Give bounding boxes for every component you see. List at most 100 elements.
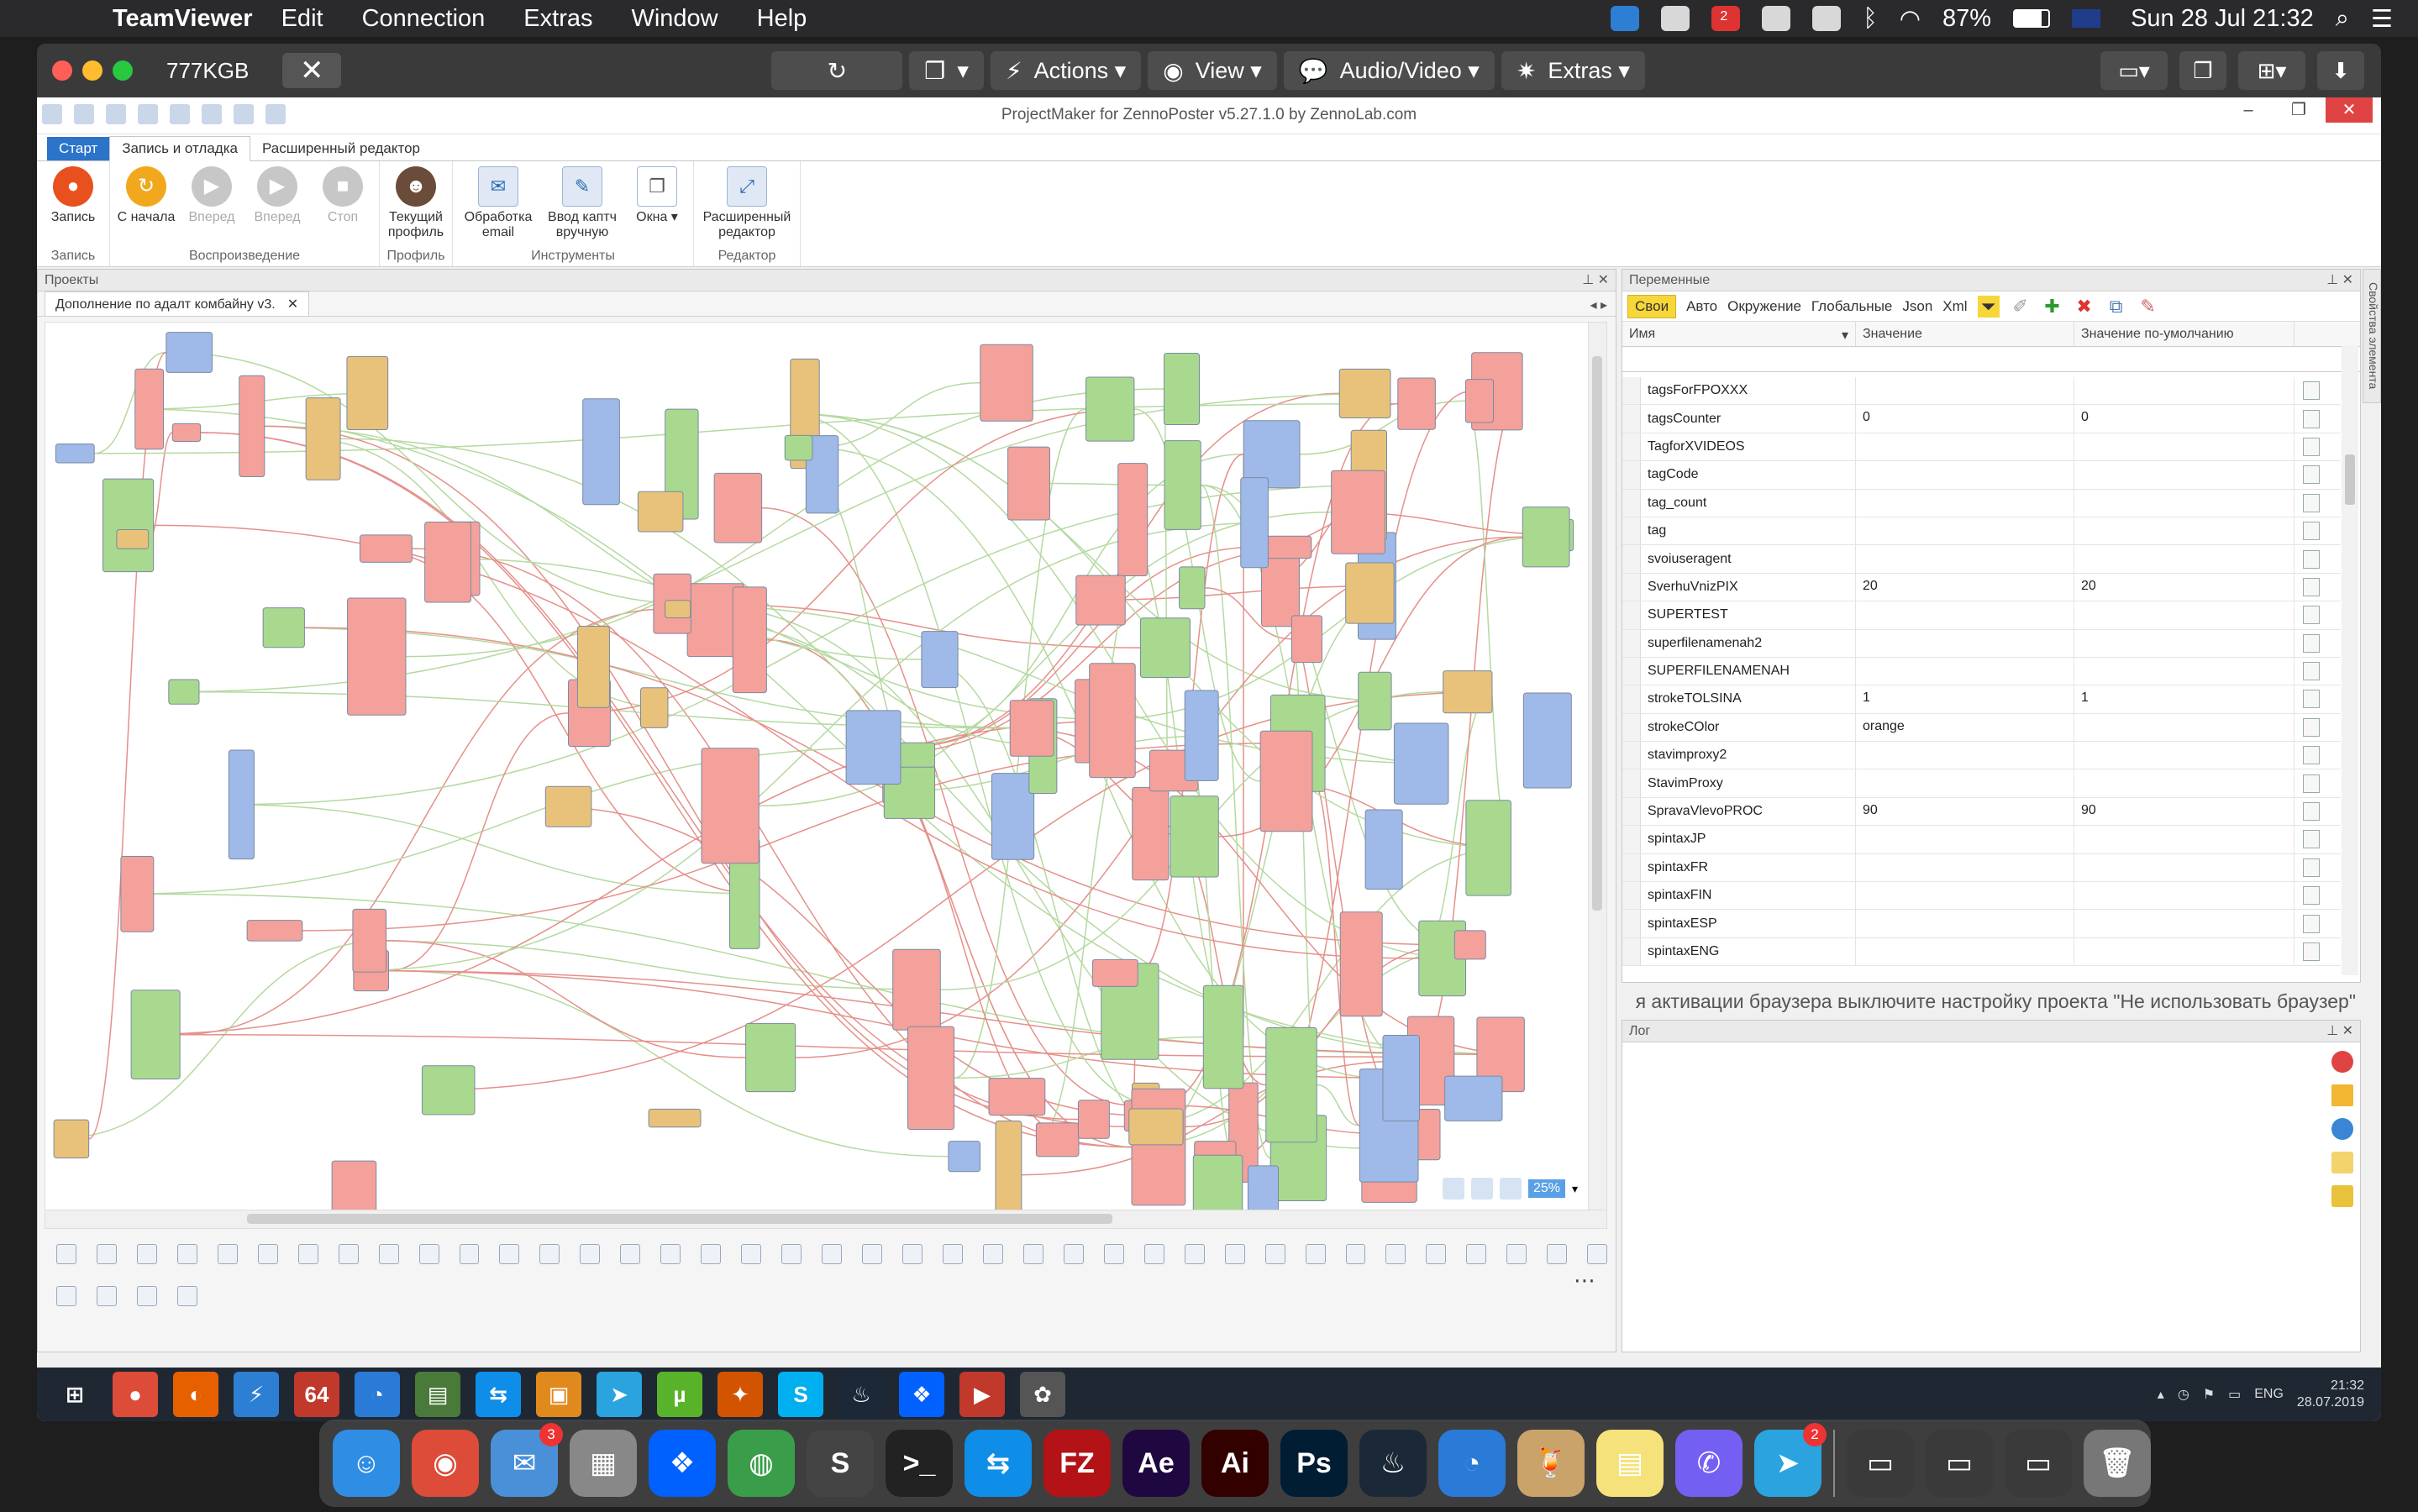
edit-value-button[interactable] xyxy=(2294,746,2328,765)
action-block-icon[interactable] xyxy=(136,1244,157,1264)
variable-value[interactable] xyxy=(1856,853,2074,882)
action-block-icon[interactable] xyxy=(862,1244,883,1264)
action-block[interactable] xyxy=(1339,911,1383,1017)
tray-network-icon[interactable]: ▭ xyxy=(2228,1388,2242,1402)
dropbox-icon[interactable]: ❖ xyxy=(649,1430,716,1497)
action-block[interactable] xyxy=(995,1121,1022,1211)
edit-value-button[interactable] xyxy=(2294,942,2328,961)
variable-value[interactable] xyxy=(1856,769,2074,797)
action-block-icon[interactable] xyxy=(1466,1244,1487,1264)
action-block[interactable] xyxy=(1139,617,1191,678)
action-block[interactable] xyxy=(134,368,165,450)
redo-icon[interactable] xyxy=(234,104,254,124)
edit-value-button[interactable] xyxy=(2294,802,2328,822)
variable-row[interactable]: superfilenamenah2 xyxy=(1622,629,2341,658)
action-block-icon[interactable] xyxy=(177,1286,197,1306)
add-icon[interactable]: ✚ xyxy=(2044,295,2060,317)
action-block-icon[interactable] xyxy=(1184,1244,1205,1264)
teamviewer-status-icon[interactable] xyxy=(1611,6,1640,31)
menu-help[interactable]: Help xyxy=(756,4,807,32)
action-block[interactable] xyxy=(1259,730,1313,832)
variable-row[interactable]: spintaxENG xyxy=(1622,937,2341,967)
action-block[interactable] xyxy=(102,478,155,573)
action-block[interactable] xyxy=(713,472,763,543)
variable-row[interactable]: spintaxFR xyxy=(1622,853,2341,883)
extras-menu[interactable]: ✷Extras ▾ xyxy=(1501,51,1645,90)
action-block[interactable] xyxy=(1393,722,1449,805)
edit-value-button[interactable] xyxy=(2294,437,2328,456)
action-block-icon[interactable] xyxy=(1224,1244,1245,1264)
windows-start-icon[interactable]: ⊞ xyxy=(66,1381,84,1407)
menu-edit[interactable]: Edit xyxy=(281,4,323,32)
terminal-icon[interactable]: >_ xyxy=(886,1430,953,1497)
open-folder-icon[interactable] xyxy=(106,104,126,124)
taskbar-app-icon[interactable]: ⚡ xyxy=(234,1372,279,1417)
zoom-dropdown-icon[interactable]: ▾ xyxy=(1571,1181,1578,1195)
safari-like-icon[interactable]: ◔ xyxy=(1438,1430,1506,1497)
monitor-switch-button[interactable]: ❐ xyxy=(2179,51,2226,90)
filezilla-icon[interactable]: FZ xyxy=(1043,1430,1111,1497)
variable-value[interactable] xyxy=(1856,826,2074,853)
viber-icon[interactable]: ✆ xyxy=(1675,1430,1743,1497)
var-tab-environment[interactable]: Окружение xyxy=(1727,297,1801,314)
action-block[interactable] xyxy=(1364,809,1403,890)
minimize-window-button[interactable] xyxy=(82,60,103,81)
tray-clock-icon[interactable]: ◷ xyxy=(2177,1388,2189,1402)
variable-default[interactable]: 20 xyxy=(2074,573,2294,601)
edit-value-button[interactable] xyxy=(2294,606,2328,625)
clipboard-log-icon[interactable] xyxy=(2331,1152,2353,1173)
current-profile-button[interactable]: ☻Текущий профиль xyxy=(386,166,445,246)
action-block-icon[interactable] xyxy=(338,1244,359,1264)
tray-expand-icon[interactable]: ▴ xyxy=(2157,1388,2164,1402)
sort-dropdown-icon[interactable]: ▾ xyxy=(1841,328,1848,343)
document-tab[interactable]: Дополнение по адалт комбайну v3.✕ xyxy=(45,291,310,316)
calculator-icon[interactable]: ▦ xyxy=(570,1430,637,1497)
action-block-icon[interactable] xyxy=(1587,1244,1608,1264)
variables-scrollbar[interactable] xyxy=(2342,345,2358,975)
action-block[interactable] xyxy=(1192,1154,1243,1211)
action-block-icon[interactable] xyxy=(822,1244,843,1264)
windows-button[interactable]: ❐Окна ▾ xyxy=(628,166,686,246)
window-thumb-2-icon[interactable]: ▭ xyxy=(1926,1430,1993,1497)
edit-value-button[interactable] xyxy=(2294,690,2328,709)
action-block[interactable] xyxy=(424,522,471,603)
variable-default[interactable] xyxy=(2074,433,2294,461)
tray-language[interactable]: ENG xyxy=(2254,1387,2284,1401)
action-block[interactable] xyxy=(988,1078,1046,1116)
minimize-button[interactable]: – xyxy=(2243,101,2253,119)
stop-button[interactable]: ■Стоп xyxy=(313,166,372,246)
variable-value[interactable] xyxy=(1856,545,2074,573)
clipboard-button[interactable]: ❐▾ xyxy=(909,51,984,90)
variable-row[interactable]: tag_count xyxy=(1622,489,2341,517)
action-block[interactable] xyxy=(331,1160,377,1211)
action-block-icon[interactable] xyxy=(580,1244,601,1264)
panel-pin-close[interactable]: ⊥ ✕ xyxy=(2326,1024,2353,1038)
error-filter-icon[interactable] xyxy=(2331,1051,2353,1073)
taskbar-app-icon[interactable]: ➤ xyxy=(597,1372,642,1417)
more-icon[interactable]: ⋯ xyxy=(1574,1268,1595,1293)
edit-value-button[interactable] xyxy=(2294,662,2328,681)
copy-icon[interactable] xyxy=(265,104,286,124)
tab-start[interactable]: Старт xyxy=(47,137,110,160)
action-block[interactable] xyxy=(421,1065,476,1116)
sublime-icon[interactable]: S xyxy=(807,1430,874,1497)
action-block-icon[interactable] xyxy=(1547,1244,1568,1264)
action-block-icon[interactable] xyxy=(137,1286,157,1306)
action-block-icon[interactable] xyxy=(1385,1244,1406,1264)
action-block[interactable] xyxy=(921,631,959,689)
variable-default[interactable] xyxy=(2074,742,2294,769)
window-thumb-1-icon[interactable]: ▭ xyxy=(1847,1430,1914,1497)
action-block-icon[interactable] xyxy=(1426,1244,1447,1264)
taskbar-app-icon[interactable]: ▤ xyxy=(415,1372,460,1417)
action-block[interactable] xyxy=(116,528,150,549)
action-block[interactable] xyxy=(991,773,1035,860)
var-tab-auto[interactable]: Авто xyxy=(1686,297,1718,314)
cloud-status-icon[interactable] xyxy=(1812,6,1842,31)
action-block[interactable] xyxy=(1243,420,1301,489)
action-block[interactable] xyxy=(907,1026,955,1131)
variable-default[interactable] xyxy=(2074,601,2294,629)
action-block[interactable] xyxy=(1338,368,1391,419)
action-block[interactable] xyxy=(1009,700,1054,757)
